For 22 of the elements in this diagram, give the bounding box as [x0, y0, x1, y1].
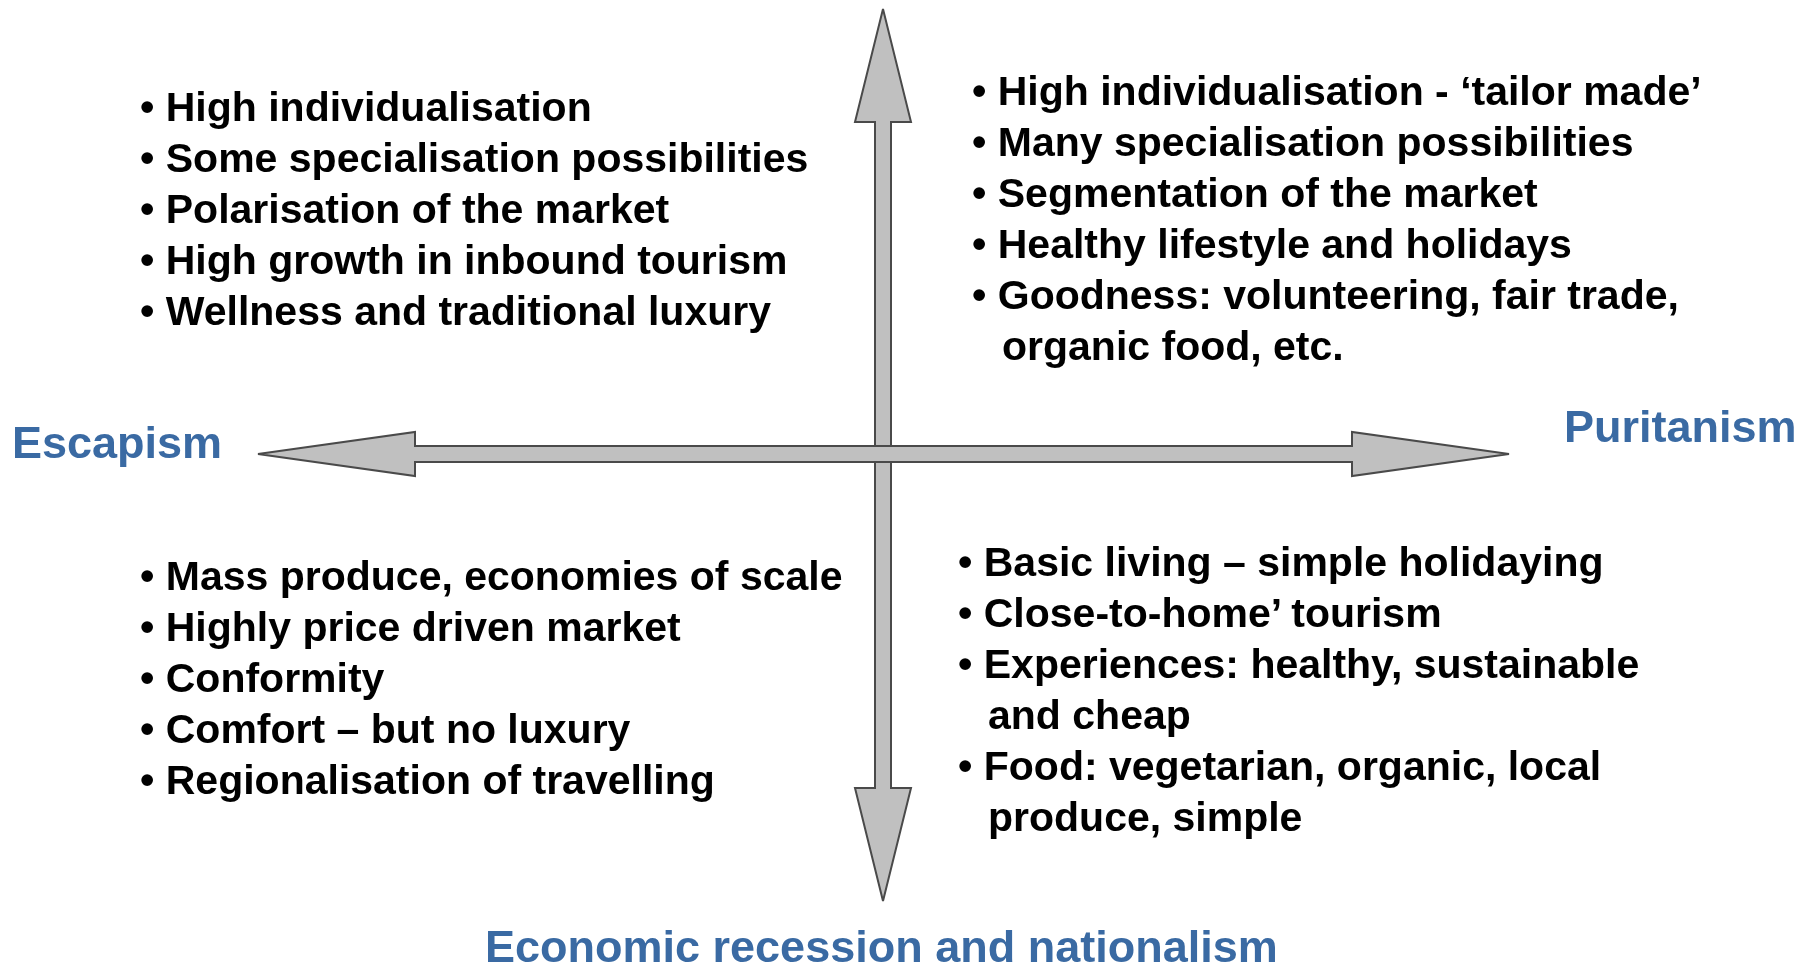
bullet-item: • High growth in inbound tourism [140, 236, 789, 285]
bullet-item: • Goodness: volunteering, fair trade, organic food, etc. [972, 271, 1680, 371]
bullet-item: • Some specialisation possibilities [140, 134, 810, 183]
bullet-item: • Many specialisation possibilities [972, 118, 1635, 167]
bullet-item: • Healthy lifestyle and holidays [972, 220, 1573, 269]
bullet-item: • Wellness and traditional luxury [140, 287, 772, 336]
bullet-item: • High individualisation - ‘tailor made’ [972, 67, 1703, 116]
axis-label: Economic recession and nationalism [485, 922, 1278, 972]
bullet-item: • Regionalisation of travelling [140, 756, 716, 805]
bullet-item: • Basic living – simple holidaying [958, 538, 1605, 587]
bullet-item: • Mass produce, economies of scale [140, 552, 844, 601]
bullet-item: • Close-to-home’ tourism [958, 589, 1443, 638]
bullet-item: • Food: vegetarian, organic, local produce, simple [958, 742, 1603, 842]
bullet-item: • Segmentation of the market [972, 169, 1539, 218]
bullet-item: • Polarisation of the market [140, 185, 671, 234]
axis-label: Puritanism [1564, 402, 1797, 452]
bullet-item: • Experiences: healthy, sustainable and cheap [958, 640, 1641, 740]
bullet-item: • Conformity [140, 654, 386, 703]
axis-label: Escapism [12, 418, 223, 468]
bullet-item: • High individualisation [140, 83, 593, 132]
bullet-item: • Comfort – but no luxury [140, 705, 632, 754]
bullet-item: • Highly price driven market [140, 603, 682, 652]
